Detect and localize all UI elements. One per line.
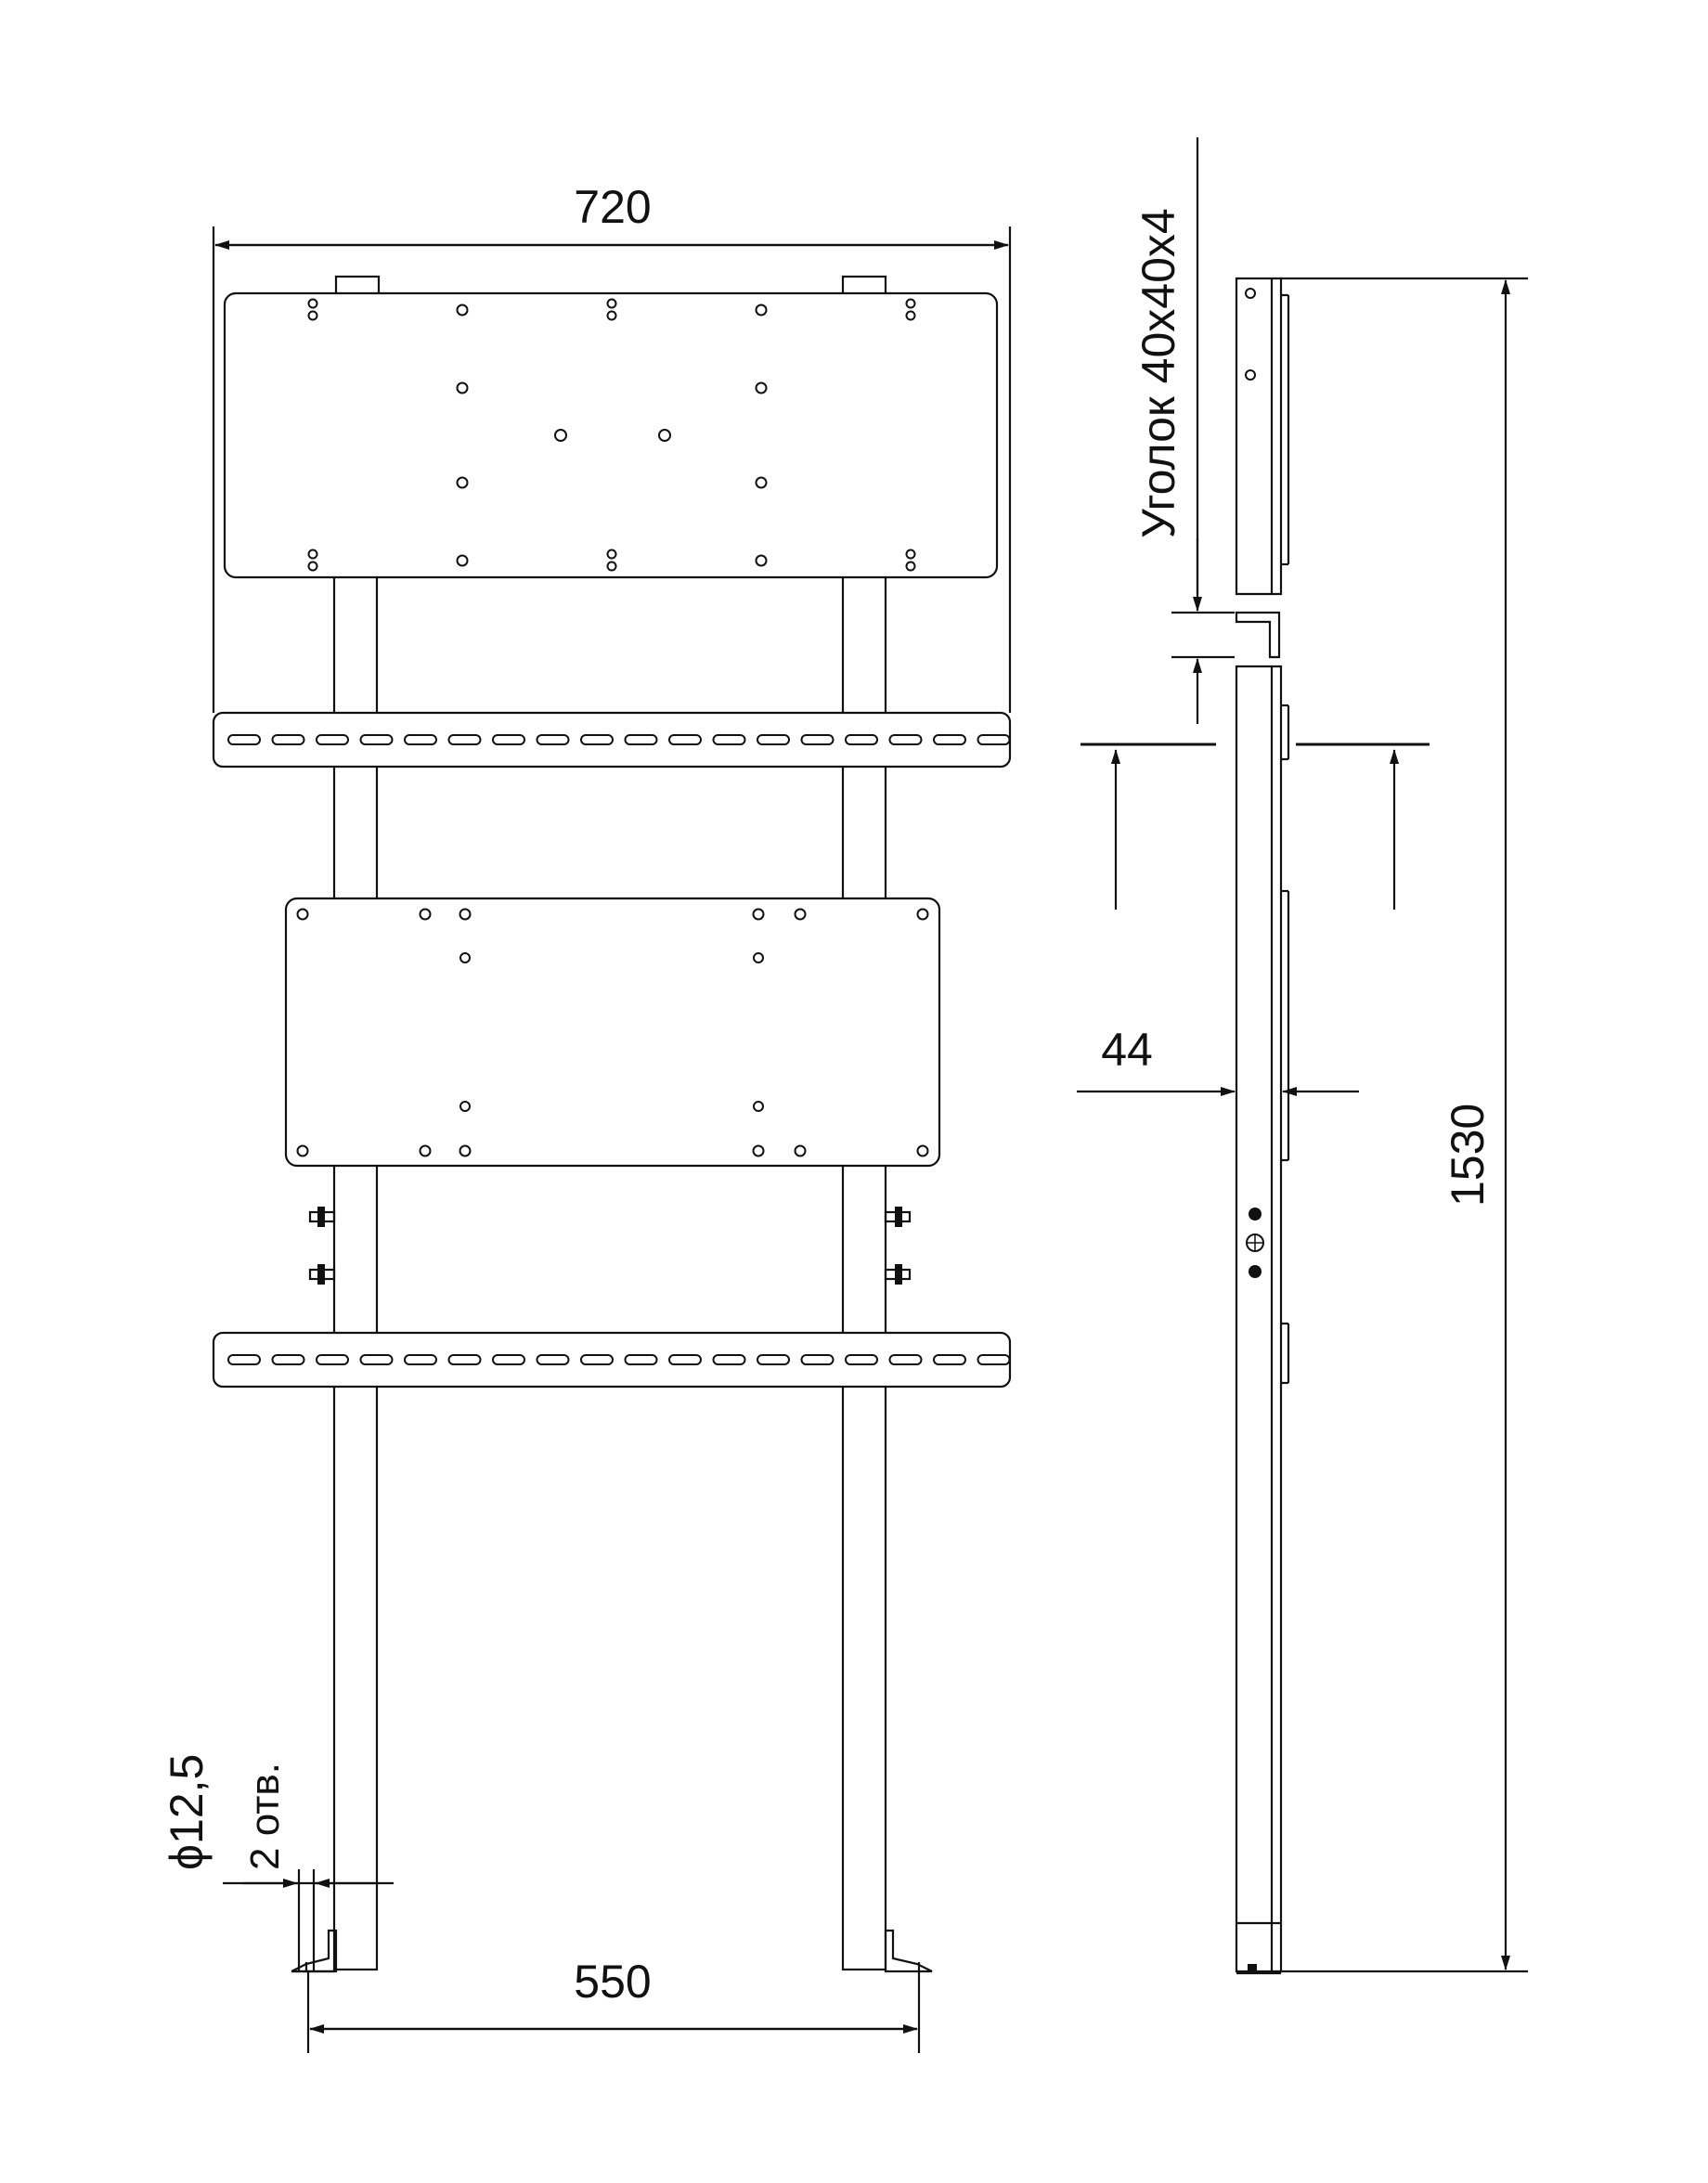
front-view: 720 550 ϕ12,5 2 отв. [161, 181, 1012, 2053]
bar-slot [933, 734, 966, 745]
bar-slot [447, 734, 482, 745]
bar-slot [536, 734, 570, 745]
bar-slot [845, 734, 878, 745]
bar-slot [492, 734, 525, 745]
hole-count-label: 2 отв. [242, 1763, 288, 1870]
angle-profile-label: Уголок 40х40х4 [1132, 208, 1184, 538]
dim-label-550: 550 [574, 1956, 651, 2008]
dimension-angle: Уголок 40х40х4 [1132, 137, 1235, 724]
bar-slot [271, 1354, 305, 1365]
bar-slot [227, 734, 261, 745]
dimension-44: 44 [1077, 1024, 1359, 1096]
top-plate-holes [307, 298, 916, 572]
left-post [332, 572, 379, 1971]
bar-slot [624, 1354, 658, 1365]
bar-slot [404, 734, 437, 745]
bar-slot [845, 1354, 878, 1365]
bar-slot [359, 1354, 394, 1365]
hole-diameter-callout: ϕ12,5 2 отв. [161, 1754, 394, 1971]
bar-slot [447, 1354, 482, 1365]
bar-slot [580, 734, 614, 745]
bar-slot [757, 1354, 790, 1365]
bar-slot [668, 1354, 702, 1365]
bar-slot [800, 1354, 835, 1365]
bar-slot [668, 734, 702, 745]
bar-slot [624, 734, 658, 745]
bar-slot [888, 1354, 923, 1365]
right-foot [884, 1929, 933, 1973]
side-upper-segment [1235, 277, 1283, 596]
bar-slot [316, 1354, 349, 1365]
post-bolts [308, 1207, 912, 1285]
bar-slot [316, 734, 349, 745]
bar-slot [271, 734, 305, 745]
dim-label-1530: 1530 [1442, 1104, 1494, 1207]
angle-section [1235, 611, 1281, 659]
bar-slot [580, 1354, 614, 1365]
middle-plate-holes [296, 908, 929, 1157]
bar-slot [712, 1354, 746, 1365]
bar-slot [888, 734, 923, 745]
dimension-1530: 1530 [1281, 277, 1528, 1973]
dim-label-720: 720 [574, 181, 651, 233]
bar-slot [800, 734, 835, 745]
bar-slot [933, 1354, 966, 1365]
bar-slot [492, 1354, 525, 1365]
bar-slot [977, 1354, 1011, 1365]
lower-bar-slots [227, 1354, 1011, 1365]
bar-slot [227, 1354, 261, 1365]
section-markers [1080, 743, 1430, 910]
right-post [841, 572, 887, 1971]
bar-slot [757, 734, 790, 745]
middle-plate [284, 897, 941, 1168]
side-view: Уголок 40х40х4 44 1530 [1077, 137, 1528, 1975]
dimension-720: 720 [212, 181, 1012, 713]
side-lower-segment [1235, 665, 1283, 1973]
hole-diameter-label: ϕ12,5 [161, 1754, 213, 1870]
bar-slot [359, 734, 394, 745]
bar-slot [536, 1354, 570, 1365]
dimension-550: 550 [306, 1956, 921, 2053]
dim-label-44: 44 [1101, 1024, 1153, 1076]
bar-slot [404, 1354, 437, 1365]
top-plate [223, 291, 999, 579]
bar-slot [712, 734, 746, 745]
upper-bar-slots [227, 734, 1011, 745]
bar-slot [977, 734, 1011, 745]
